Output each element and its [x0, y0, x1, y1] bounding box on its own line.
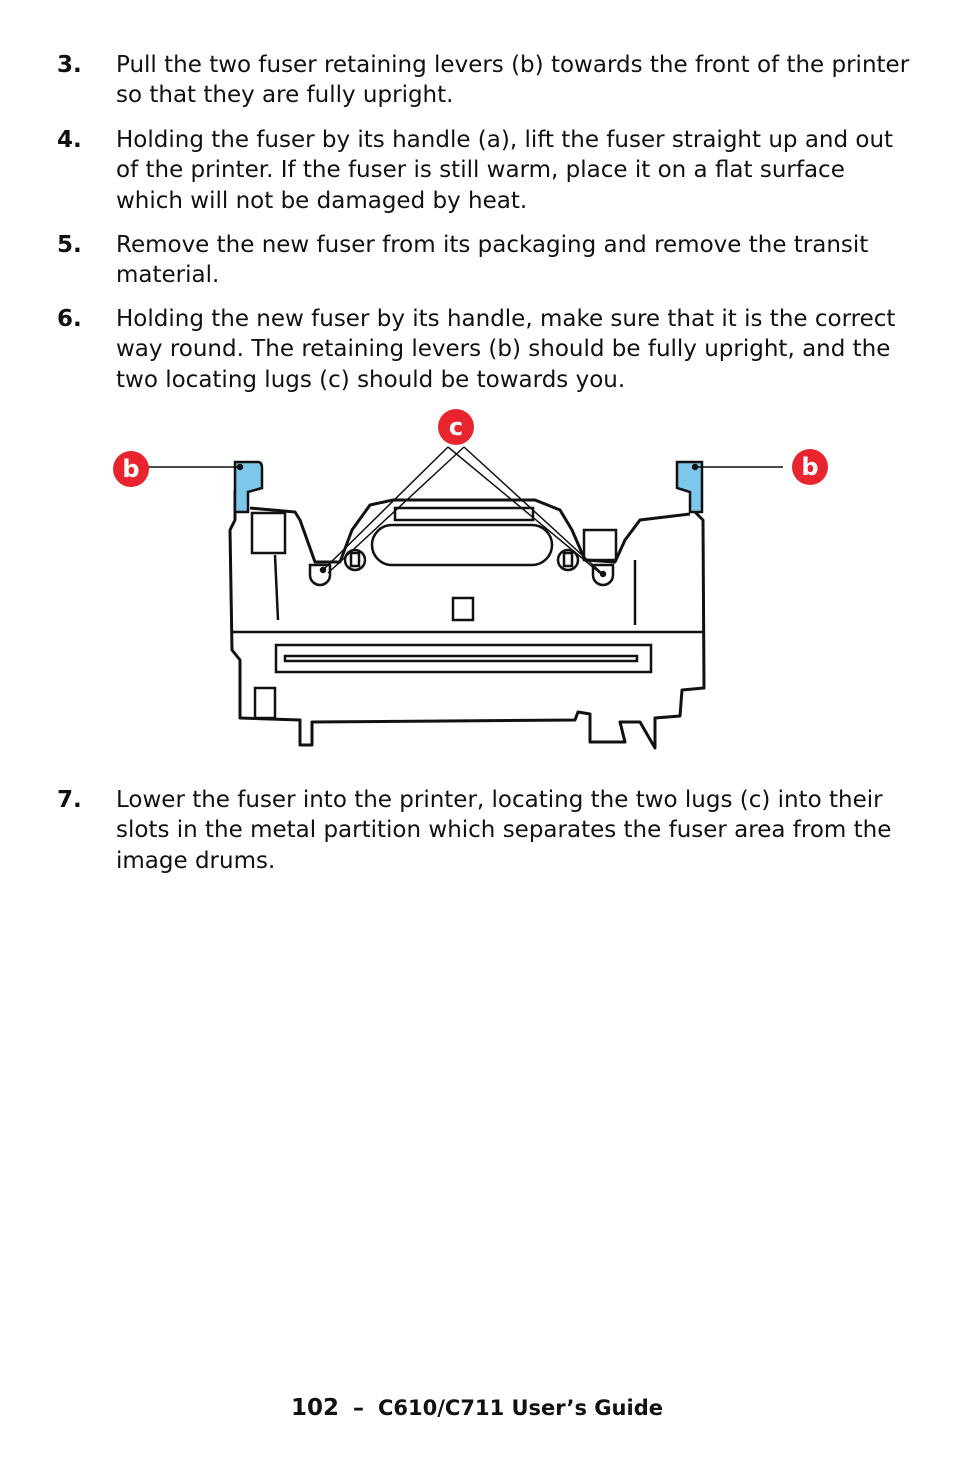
- exit-slot: [274, 643, 653, 674]
- fuser-illustration: b b c: [100, 405, 860, 760]
- handle-slot: [370, 523, 554, 567]
- retaining-lever-right: [675, 460, 704, 514]
- callout-c: c: [438, 409, 474, 445]
- step-text: Pull the two fuser retaining levers (b) …: [116, 52, 910, 109]
- step-number: 6.: [57, 306, 82, 332]
- locating-lug-left: [308, 563, 332, 587]
- step-number: 5.: [57, 232, 82, 258]
- step-number: 3.: [57, 52, 82, 78]
- callout-label: b: [122, 455, 139, 483]
- step-text: Lower the fuser into the printer, locati…: [116, 787, 892, 874]
- callout-b-left: b: [113, 451, 149, 487]
- callout-label: b: [801, 453, 818, 481]
- step-text: Holding the fuser by its handle (a), lif…: [116, 127, 894, 214]
- fuser-body-outline: [228, 489, 706, 750]
- callout-label: c: [449, 413, 463, 441]
- step-number: 4.: [57, 127, 82, 153]
- locating-lug-right: [591, 563, 615, 587]
- step-text: Holding the new fuser by its handle, mak…: [116, 306, 896, 393]
- guide-title: C610/C711 User’s Guide: [378, 1396, 663, 1420]
- step-text: Remove the new fuser from its packaging …: [116, 232, 869, 289]
- footer-separator: –: [353, 1396, 365, 1421]
- page-footer: 102–C610/C711 User’s Guide: [0, 1395, 954, 1421]
- retaining-lever-left: [233, 460, 264, 514]
- page-number: 102: [291, 1395, 340, 1421]
- callout-b-right: b: [792, 449, 828, 485]
- step-number: 7.: [57, 787, 82, 813]
